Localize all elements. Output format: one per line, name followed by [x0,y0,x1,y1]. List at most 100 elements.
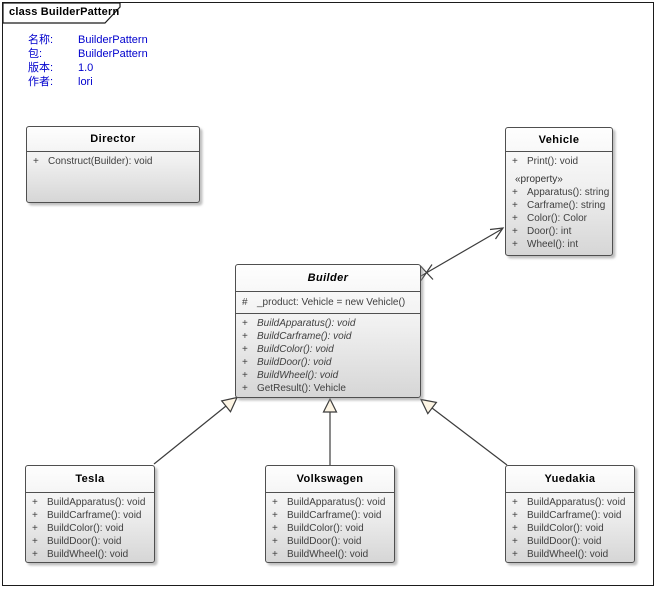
signature: BuildWheel(): void [257,370,339,381]
signature: GetResult(): Vehicle [257,383,346,394]
operation-row: + BuildWheel(): void [26,548,154,561]
metadata-row-package: 包: BuilderPattern [28,47,148,61]
operations-compartment: + BuildApparatus(): void + BuildCarframe… [266,493,394,563]
visibility: # [242,297,248,308]
attribute-row: # _product: Vehicle = new Vehicle() [236,296,420,309]
metadata-label: 版本: [28,62,54,74]
metadata-row-version: 版本: 1.0 [28,61,148,75]
visibility: + [512,226,518,237]
metadata-value: lori [78,76,93,88]
class-vehicle[interactable]: Vehicle + Print(): void «property» + App… [505,127,613,256]
class-name: Volkswagen [266,466,394,493]
visibility: + [512,497,518,508]
stereotype-label: «property» [515,174,563,185]
signature: _product: Vehicle = new Vehicle() [257,297,406,308]
operation-row: + BuildColor(): void [236,343,420,356]
frame-tab [2,2,121,24]
visibility: + [242,370,248,381]
visibility: + [272,510,278,521]
visibility: + [512,213,518,224]
signature: Color(): Color [527,213,588,224]
visibility: + [512,523,518,534]
operation-row: + BuildDoor(): void [236,356,420,369]
visibility: + [512,239,518,250]
signature: BuildColor(): void [47,523,124,534]
visibility: + [32,510,38,521]
signature: BuildDoor(): void [47,536,122,547]
metadata-row-author: 作者: lori [28,75,148,89]
signature: Carframe(): string [527,200,606,211]
operation-row: + BuildDoor(): void [266,535,394,548]
signature: BuildApparatus(): void [47,497,146,508]
operation-row: + BuildCarframe(): void [26,509,154,522]
signature: Construct(Builder): void [48,156,153,167]
visibility: + [242,357,248,368]
visibility: + [32,497,38,508]
signature: BuildColor(): void [527,523,604,534]
signature: BuildCarframe(): void [257,331,352,342]
signature: BuildApparatus(): void [527,497,626,508]
visibility: + [512,200,518,211]
class-builder[interactable]: Builder # _product: Vehicle = new Vehicl… [235,264,421,398]
property-row: + Carframe(): string [506,199,612,212]
signature: BuildWheel(): void [287,549,369,560]
visibility: + [242,344,248,355]
operations-compartment: + BuildApparatus(): void + BuildCarframe… [506,493,634,563]
signature: BuildWheel(): void [527,549,609,560]
operation-row: + BuildColor(): void [506,522,634,535]
frame-tab-label: class BuilderPattern [9,6,120,18]
frame-tab-shape [2,2,121,24]
class-volkswagen[interactable]: Volkswagen + BuildApparatus(): void + Bu… [265,465,395,563]
operations-compartment: + BuildApparatus(): void + BuildCarframe… [236,313,420,397]
class-name: Builder [236,265,420,292]
operation-row: + BuildWheel(): void [506,548,634,561]
property-row: + Apparatus(): string [506,186,612,199]
property-row: + Color(): Color [506,212,612,225]
visibility: + [32,536,38,547]
class-name: Yuedakia [506,466,634,493]
visibility: + [242,331,248,342]
operation-row: + BuildApparatus(): void [266,496,394,509]
operation-row: + BuildCarframe(): void [506,509,634,522]
visibility: + [242,383,248,394]
attributes-compartment: # _product: Vehicle = new Vehicle() [236,292,420,313]
signature: BuildDoor(): void [257,357,332,368]
operations-compartment: + BuildApparatus(): void + BuildCarframe… [26,493,154,563]
operation-row: + BuildColor(): void [26,522,154,535]
signature: BuildCarframe(): void [527,510,622,521]
signature: Apparatus(): string [527,187,610,198]
visibility: + [32,549,38,560]
visibility: + [33,156,39,167]
metadata-value: 1.0 [78,62,94,74]
metadata-value: BuilderPattern [78,48,148,60]
operation-row: + BuildApparatus(): void [506,496,634,509]
visibility: + [512,187,518,198]
metadata-label: 名称: [28,34,54,46]
operation-row: + GetResult(): Vehicle [236,382,420,395]
operation-row: + BuildCarframe(): void [236,330,420,343]
class-director[interactable]: Director + Construct(Builder): void [26,126,200,203]
signature: BuildCarframe(): void [287,510,382,521]
operation-row: + Print(): void [506,155,612,168]
operations-compartment: + Print(): void «property» + Apparatus()… [506,152,612,253]
property-row: + Wheel(): int [506,238,612,251]
class-name: Vehicle [506,128,612,152]
operation-row: + BuildApparatus(): void [26,496,154,509]
class-tesla[interactable]: Tesla + BuildApparatus(): void + BuildCa… [25,465,155,563]
visibility: + [512,549,518,560]
signature: BuildColor(): void [257,344,334,355]
visibility: + [512,156,518,167]
class-name: Director [27,127,199,152]
class-yuedakia[interactable]: Yuedakia + BuildApparatus(): void + Buil… [505,465,635,563]
operations-compartment: + Construct(Builder): void [27,152,199,170]
visibility: + [272,497,278,508]
operation-row: + BuildCarframe(): void [266,509,394,522]
signature: Wheel(): int [527,239,579,250]
signature: BuildDoor(): void [287,536,362,547]
operation-row: + BuildDoor(): void [26,535,154,548]
diagram-metadata: 名称: BuilderPattern 包: BuilderPattern 版本:… [28,33,148,89]
metadata-label: 包: [28,48,43,60]
visibility: + [512,536,518,547]
metadata-row-name: 名称: BuilderPattern [28,33,148,47]
